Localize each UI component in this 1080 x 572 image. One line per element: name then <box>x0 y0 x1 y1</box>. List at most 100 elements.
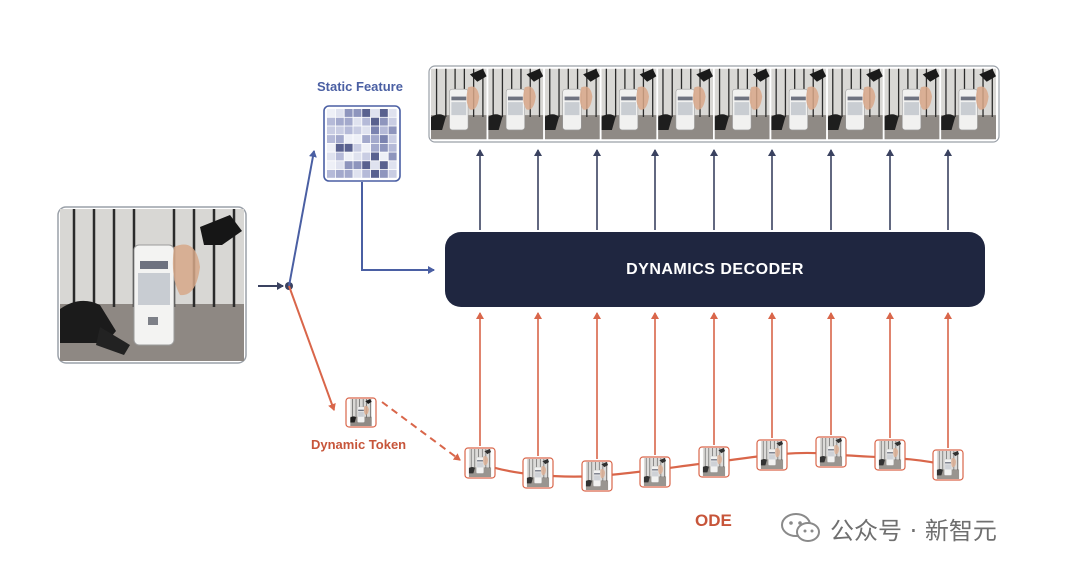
feature-cell <box>379 135 388 143</box>
feature-cell <box>371 109 379 117</box>
feature-cell <box>388 117 397 126</box>
feature-cell <box>344 143 353 152</box>
feature-cell <box>327 152 335 161</box>
feature-cell <box>362 126 371 135</box>
feature-cell <box>353 169 362 178</box>
ode-token <box>581 460 613 492</box>
feature-cell <box>371 152 379 161</box>
feature-cell <box>327 161 335 170</box>
token-input-arrows <box>476 312 952 459</box>
output-frame <box>714 68 770 140</box>
feature-cell <box>379 161 388 170</box>
feature-cell <box>327 135 335 143</box>
input-frame <box>57 206 247 364</box>
feature-cell <box>353 109 362 117</box>
feature-cell <box>344 117 353 126</box>
feature-cell <box>371 135 379 143</box>
feature-cell <box>362 143 371 152</box>
feature-cell <box>344 109 353 117</box>
output-frames-strip <box>428 65 1000 143</box>
decoder-output-arrows <box>476 149 952 230</box>
static-feature-grid <box>323 105 401 182</box>
output-frame <box>827 68 883 140</box>
output-frame <box>600 68 657 140</box>
feature-cell <box>362 152 371 161</box>
feature-cell <box>371 161 379 170</box>
feature-cell <box>327 126 335 135</box>
feature-cell <box>335 143 344 152</box>
output-frame <box>883 68 940 140</box>
feature-cell <box>353 117 362 126</box>
feature-cell <box>353 135 362 143</box>
feature-cell <box>371 126 379 135</box>
feature-cell <box>353 126 362 135</box>
feature-cell <box>327 169 335 178</box>
feature-cell <box>362 161 371 170</box>
output-frame <box>940 68 996 140</box>
ode-token <box>932 449 964 481</box>
feature-cell <box>344 126 353 135</box>
feature-cell <box>388 126 397 135</box>
feature-cell <box>335 109 344 117</box>
feature-cell <box>362 109 371 117</box>
feature-cell <box>379 152 388 161</box>
feature-cell <box>344 135 353 143</box>
ode-token <box>815 436 847 468</box>
feature-cell <box>335 126 344 135</box>
dynamic-token-label: Dynamic Token <box>311 437 407 452</box>
feature-cell <box>353 152 362 161</box>
dynamics-decoder <box>445 232 985 307</box>
feature-cell <box>335 161 344 170</box>
feature-cell <box>371 169 379 178</box>
feature-cell <box>335 169 344 178</box>
decoder-label: DYNAMICS DECODER <box>626 260 804 278</box>
feature-cell <box>379 143 388 152</box>
feature-cell <box>379 109 388 117</box>
watermark: 公众号 · 新智元 <box>780 508 997 548</box>
ode-token <box>522 457 554 489</box>
feature-cell <box>353 143 362 152</box>
wechat-icon <box>781 513 820 542</box>
feature-cell <box>371 117 379 126</box>
output-frame <box>487 68 544 140</box>
ode-token <box>698 446 730 478</box>
feature-cell <box>344 152 353 161</box>
feature-cell <box>362 117 371 126</box>
feature-cell <box>353 161 362 170</box>
feature-cell <box>344 169 353 178</box>
output-frame <box>544 68 600 140</box>
feature-cell <box>362 135 371 143</box>
feature-cell <box>388 169 397 178</box>
ode-token <box>874 439 906 471</box>
watermark-text: 公众号 · 新智元 <box>830 516 997 545</box>
token-dashed-link <box>381 401 461 461</box>
feature-cell <box>388 161 397 170</box>
feature-cell <box>344 161 353 170</box>
feature-cell <box>335 152 344 161</box>
output-frame <box>770 68 827 140</box>
ode-token <box>464 447 496 479</box>
feature-cell <box>388 135 397 143</box>
feature-cell <box>379 117 388 126</box>
feature-cell <box>388 152 397 161</box>
feature-cell <box>335 135 344 143</box>
feature-cell <box>327 143 335 152</box>
ode-token <box>756 439 788 471</box>
feature-cell <box>379 169 388 178</box>
feature-cell <box>371 143 379 152</box>
output-frame <box>657 68 713 140</box>
ode-tokens <box>464 436 964 492</box>
static-branch-arrow <box>288 150 317 287</box>
static-to-decoder-arrow <box>361 182 435 274</box>
feature-cell <box>388 109 397 117</box>
ode-token <box>639 456 671 488</box>
feature-cell <box>327 109 335 117</box>
feature-cell <box>362 169 371 178</box>
feature-cell <box>327 117 335 126</box>
ode-label: ODE <box>695 511 732 530</box>
feature-cell <box>388 143 397 152</box>
output-frame <box>431 68 487 140</box>
static-feature-label: Static Feature <box>317 79 403 94</box>
feature-cell <box>379 126 388 135</box>
